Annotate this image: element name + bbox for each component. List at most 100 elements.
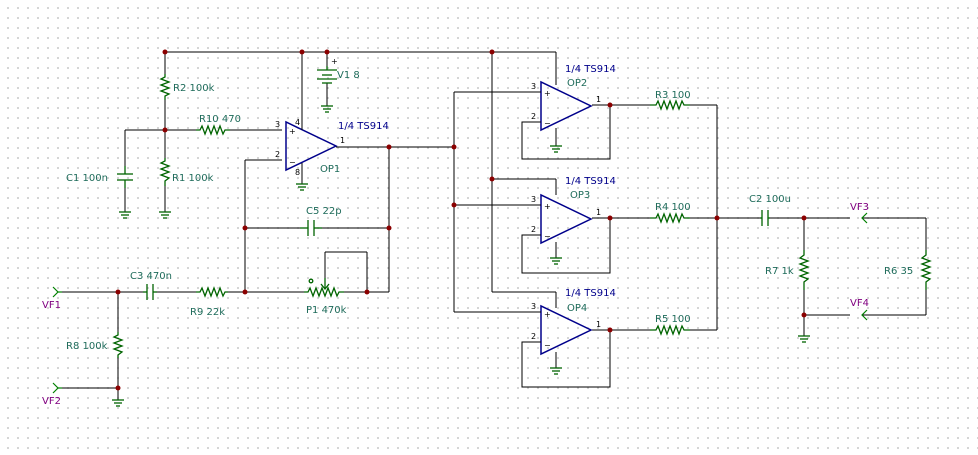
op1-pin8: 8: [295, 168, 300, 177]
opamp-op4[interactable]: + − 3 2 1: [531, 302, 601, 356]
label-p1: P1 470k: [306, 305, 347, 316]
label-vf2: VF2: [42, 396, 61, 407]
capacitor-c1[interactable]: [117, 166, 133, 188]
capacitor-c3[interactable]: [143, 284, 157, 300]
ground-op2: [550, 145, 562, 153]
op3-minus-sign: −: [544, 232, 551, 241]
label-op2-part: 1/4 TS914: [565, 64, 616, 75]
op1-pin4: 4: [295, 118, 300, 127]
labels: R2 100k R1 100k R10 470 C1 100n V1 8 1/4…: [42, 64, 913, 407]
junction: [115, 289, 121, 295]
op3-pin2: 2: [531, 225, 536, 234]
op1-pin1: 1: [340, 136, 345, 145]
op2-pin2: 2: [531, 112, 536, 121]
op4-pin2: 2: [531, 332, 536, 341]
capacitor-c2[interactable]: [760, 210, 770, 226]
label-r4: R4 100: [655, 202, 691, 213]
junction: [386, 144, 392, 150]
op4-plus-sign: +: [544, 310, 551, 319]
resistor-r4[interactable]: [650, 212, 690, 224]
label-r9: R9 22k: [190, 307, 225, 318]
op3-plus-sign: +: [544, 202, 551, 211]
junction: [386, 225, 392, 231]
junction: [162, 127, 168, 133]
label-op3-part: 1/4 TS914: [565, 176, 616, 187]
op3-pin3: 3: [531, 195, 536, 204]
op4-minus-sign: −: [544, 341, 551, 350]
resistor-r9[interactable]: [196, 286, 228, 298]
ground-vf2: [112, 399, 124, 407]
junction: [364, 289, 370, 295]
opamp-op2[interactable]: + − 3 2 1: [531, 80, 601, 132]
ground-op1: [296, 183, 308, 191]
ground-r7: [798, 335, 810, 343]
label-r7: R7 1k: [765, 266, 794, 277]
probe-vf3[interactable]: [861, 212, 868, 224]
resistor-r6[interactable]: [920, 250, 932, 290]
junction: [162, 49, 168, 55]
label-r6: R6 35: [884, 266, 913, 277]
label-vf1: VF1: [42, 300, 61, 311]
junction: [299, 49, 305, 55]
battery-plus-sign: +: [331, 57, 338, 66]
ground-v1: [321, 105, 333, 113]
label-op1-ref: OP1: [320, 164, 340, 175]
resistor-r10[interactable]: [196, 124, 230, 136]
label-r3: R3 100: [655, 90, 691, 101]
label-op1-part: 1/4 TS914: [338, 121, 389, 132]
op1-pin3: 3: [275, 120, 280, 129]
battery-v1[interactable]: +: [317, 57, 338, 84]
resistor-r1[interactable]: [159, 158, 171, 186]
resistor-r2[interactable]: [159, 74, 171, 100]
junction: [607, 215, 613, 221]
ground-op4: [550, 367, 562, 375]
ground-r1: [159, 211, 171, 219]
opamp-op1[interactable]: + − 3 2 1 4 8: [275, 118, 345, 177]
op1-minus-sign: −: [289, 158, 296, 167]
ground-op3: [550, 257, 562, 265]
label-op3-ref: OP3: [570, 190, 590, 201]
probe-vf4[interactable]: [861, 309, 868, 321]
junction: [489, 49, 495, 55]
resistor-r5[interactable]: [650, 324, 690, 336]
resistor-r3[interactable]: [650, 99, 690, 111]
resistor-r7[interactable]: [798, 250, 810, 290]
junction: [115, 385, 121, 391]
label-op2-ref: OP2: [567, 78, 587, 89]
capacitor-c5[interactable]: [300, 220, 322, 236]
label-op4-ref: OP4: [567, 303, 587, 314]
probe-vf1[interactable]: [52, 286, 62, 298]
label-v1: V1 8: [337, 70, 360, 81]
junction: [242, 225, 248, 231]
junction: [607, 327, 613, 333]
label-r5: R5 100: [655, 314, 691, 325]
label-c5: C5 22p: [306, 206, 342, 217]
op4-pin3: 3: [531, 302, 536, 311]
junction: [489, 176, 495, 182]
label-r2: R2 100k: [173, 83, 215, 94]
label-vf4: VF4: [850, 298, 869, 309]
op2-minus-sign: −: [544, 119, 551, 128]
op4-pin1: 1: [596, 320, 601, 329]
junction: [607, 102, 613, 108]
junction: [451, 144, 457, 150]
label-c3: C3 470n: [130, 271, 172, 282]
op2-pin1: 1: [596, 95, 601, 104]
resistor-r8[interactable]: [112, 332, 124, 358]
op3-pin1: 1: [596, 208, 601, 217]
ground-c1: [119, 211, 131, 219]
op2-pin3: 3: [531, 82, 536, 91]
label-r1: R1 100k: [172, 173, 214, 184]
junction: [801, 215, 807, 221]
op1-plus-sign: +: [289, 127, 296, 136]
opamp-op3[interactable]: + − 3 2 1: [531, 193, 601, 245]
wires: [62, 51, 927, 400]
label-r8: R8 100k: [66, 341, 108, 352]
junction: [714, 215, 720, 221]
probe-vf2[interactable]: [52, 382, 62, 394]
label-r10: R10 470: [199, 114, 241, 125]
label-c2: C2 100u: [749, 194, 791, 205]
junction: [801, 312, 807, 318]
potentiometer-p1[interactable]: [304, 278, 344, 298]
